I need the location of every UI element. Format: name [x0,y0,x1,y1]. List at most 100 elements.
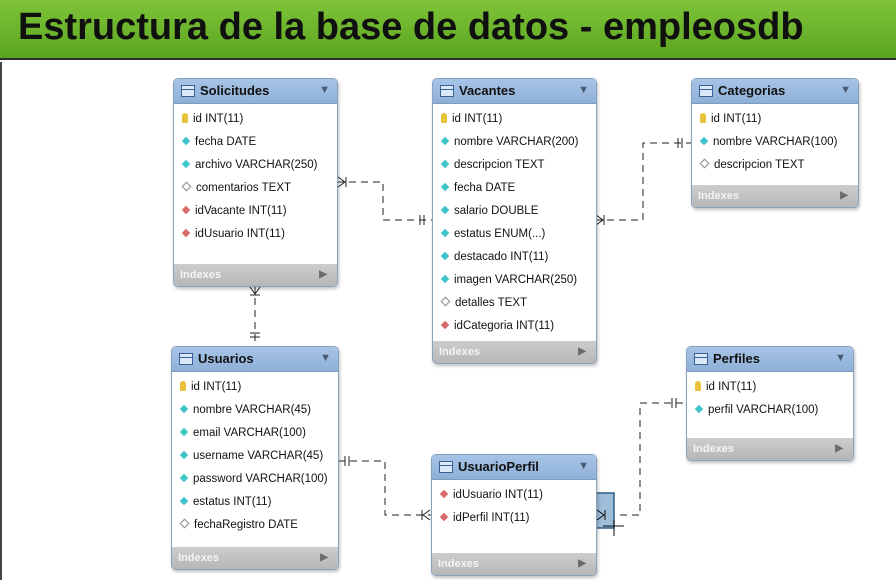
expand-arrow-icon[interactable]: ▶ [840,190,848,201]
table-header[interactable]: Vacantes ▼ [433,79,596,104]
column-label: perfil VARCHAR(100) [708,404,819,416]
column-row[interactable]: email VARCHAR(100) [172,422,338,445]
column-icon [440,205,450,215]
column-row[interactable]: id INT(11) [172,376,338,399]
column-label: username VARCHAR(45) [193,450,324,462]
table-header[interactable]: Usuarios ▼ [172,347,338,372]
column-label: idVacante INT(11) [195,205,287,217]
table-header[interactable]: Perfiles ▼ [687,347,853,372]
frame-border [0,62,2,580]
chevron-down-icon[interactable]: ▼ [835,352,846,364]
column-row[interactable]: idVacante INT(11) [174,200,337,223]
column-icon [440,182,450,192]
chevron-down-icon[interactable]: ▼ [319,84,330,96]
column-row[interactable]: id INT(11) [174,108,337,131]
column-label: email VARCHAR(100) [193,427,306,439]
column-label: fechaRegistro DATE [194,519,298,531]
column-row[interactable]: fecha DATE [174,131,337,154]
column-label: idUsuario INT(11) [453,489,543,501]
column-row[interactable]: estatus INT(11) [172,491,338,514]
column-label: detalles TEXT [455,297,528,309]
table-name: Solicitudes [200,83,270,98]
column-icon [440,251,450,261]
column-row[interactable]: fechaRegistro DATE [172,514,338,537]
table-icon [699,85,713,97]
table-usuarios[interactable]: Usuarios ▼ id INT(11) nombre VARCHAR(45) e… [171,346,339,570]
indexes-section[interactable]: Indexes ▶ [432,553,596,575]
column-row[interactable]: descripcion TEXT [692,154,858,177]
column-label: imagen VARCHAR(250) [454,274,578,286]
rel-usuarios-usuarioperfil [338,460,432,516]
column-label: id INT(11) [191,381,242,393]
column-row[interactable]: nombre VARCHAR(45) [172,399,338,422]
indexes-label: Indexes [698,190,739,202]
indexes-section[interactable]: Indexes ▶ [433,341,596,363]
column-row[interactable]: id INT(11) [687,376,853,399]
column-label: id INT(11) [711,113,762,125]
column-icon [440,136,450,146]
column-row[interactable]: imagen VARCHAR(250) [433,269,596,292]
column-row[interactable]: password VARCHAR(100) [172,468,338,491]
column-row[interactable]: destacado INT(11) [433,246,596,269]
column-row[interactable]: idUsuario INT(11) [174,223,337,246]
column-label: destacado INT(11) [454,251,549,263]
table-perfiles[interactable]: Perfiles ▼ id INT(11) perfil VARCHAR(100)… [686,346,854,461]
column-row[interactable]: idPerfil INT(11) [432,507,596,530]
column-row[interactable]: idCategoria INT(11) [433,315,596,338]
rel-vacantes-categorias [595,142,692,221]
indexes-section[interactable]: Indexes ▶ [172,547,338,569]
column-label: idPerfil INT(11) [453,512,530,524]
table-vacantes[interactable]: Vacantes ▼ id INT(11)nombre VARCHAR(200)… [432,78,597,364]
indexes-section[interactable]: Indexes ▶ [174,264,337,286]
column-icon [181,136,191,146]
column-row[interactable]: id INT(11) [692,108,858,131]
column-row[interactable]: estatus ENUM(...) [433,223,596,246]
table-header[interactable]: UsuarioPerfil ▼ [432,455,596,480]
indexes-section[interactable]: Indexes ▶ [687,438,853,460]
expand-arrow-icon[interactable]: ▶ [578,346,586,357]
rel-solicitudes-usuarios-one [250,332,260,338]
table-icon [181,85,195,97]
column-label: idCategoria INT(11) [454,320,555,332]
indexes-section[interactable]: Indexes ▶ [692,185,858,207]
foreign-key-icon [440,320,450,330]
expand-arrow-icon[interactable]: ▶ [320,552,328,563]
column-label: idUsuario INT(11) [195,228,285,240]
column-label: estatus INT(11) [193,496,272,508]
column-row[interactable]: id INT(11) [433,108,596,131]
expand-arrow-icon[interactable]: ▶ [578,558,586,569]
key-icon [441,112,447,123]
indexes-label: Indexes [693,443,734,455]
column-list: id INT(11)nombre VARCHAR(200)descripcion… [433,104,596,338]
column-row[interactable]: nombre VARCHAR(200) [433,131,596,154]
expand-arrow-icon[interactable]: ▶ [835,443,843,454]
indexes-label: Indexes [439,346,480,358]
column-row[interactable]: username VARCHAR(45) [172,445,338,468]
table-header[interactable]: Categorias ▼ [692,79,858,104]
table-header[interactable]: Solicitudes ▼ [174,79,337,104]
nullable-column-icon [440,297,451,307]
column-row[interactable]: descripcion TEXT [433,154,596,177]
column-row[interactable]: idUsuario INT(11) [432,484,596,507]
column-row[interactable]: detalles TEXT [433,292,596,315]
table-usuarioperfil[interactable]: UsuarioPerfil ▼ idUsuario INT(11) idPerfi… [431,454,597,576]
column-row[interactable]: nombre VARCHAR(100) [692,131,858,154]
table-solicitudes[interactable]: Solicitudes ▼ id INT(11)fecha DATE archiv… [173,78,338,287]
foreign-key-icon [439,489,449,499]
column-row[interactable]: fecha DATE [433,177,596,200]
column-row[interactable]: salario DOUBLE [433,200,596,223]
column-label: nombre VARCHAR(100) [713,136,838,148]
column-row[interactable]: archivo VARCHAR(250) [174,154,337,177]
chevron-down-icon[interactable]: ▼ [578,84,589,96]
rel-vacantes-categorias-many [595,214,605,226]
column-row[interactable]: comentarios TEXT [174,177,337,200]
column-label: archivo VARCHAR(250) [195,159,318,171]
table-categorias[interactable]: Categorias ▼ id INT(11) nombre VARCHAR(10… [691,78,859,208]
column-label: password VARCHAR(100) [193,473,328,485]
chevron-down-icon[interactable]: ▼ [840,84,851,96]
column-row[interactable]: perfil VARCHAR(100) [687,399,853,422]
key-icon [700,112,706,123]
expand-arrow-icon[interactable]: ▶ [319,269,327,280]
chevron-down-icon[interactable]: ▼ [578,460,589,472]
chevron-down-icon[interactable]: ▼ [320,352,331,364]
